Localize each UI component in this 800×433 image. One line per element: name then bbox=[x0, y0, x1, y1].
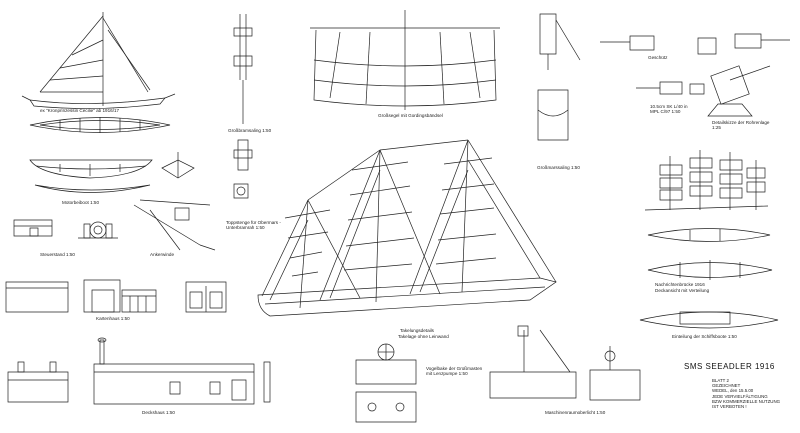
boat-distribution-label: Einteilung der Schiffsboote 1:50 bbox=[672, 334, 737, 339]
gun-c-label: Detailskizze der Rohrenlage 1:25 bbox=[712, 120, 770, 130]
cutter-label: ex "Kronprinzessin Cecilie" ab 1916/17 bbox=[40, 108, 120, 113]
profile-note-label: Nachrichtenbrücke 1916 bbox=[655, 282, 705, 287]
ship-sails-profile-drawing bbox=[645, 150, 768, 210]
deck-gun-drawings bbox=[600, 34, 790, 116]
engine-skylight-drawing bbox=[490, 326, 576, 398]
capstan-label: Vogelbake der Großmasten mit Lenzpumpe 1… bbox=[426, 366, 483, 376]
engine-skylight-label: Maschinenraumoberlicht 1:50 bbox=[545, 410, 606, 415]
deckhouse-aft-label: Kartenhaus 1:50 bbox=[96, 316, 130, 321]
winch-right-drawing bbox=[590, 346, 640, 400]
drawing-title: SMS SEEADLER 1916 bbox=[684, 362, 775, 371]
cutter-plan-view bbox=[30, 117, 170, 133]
ship-note-label: Takelage ohne Leinwand bbox=[398, 334, 449, 339]
sailing-cutter-drawing bbox=[22, 12, 175, 109]
steering-stand-label: Steuerstand 1:50 bbox=[40, 252, 75, 257]
profile-note2-label: Deckansicht mit Verteilung bbox=[655, 288, 710, 293]
anchor-davit-drawing bbox=[134, 200, 215, 250]
long-deckhouse-drawing bbox=[8, 338, 270, 404]
topmast-label: Toppstenge für Obermars - Unterbramrah 1… bbox=[226, 220, 281, 230]
square-sail-drawing bbox=[310, 10, 500, 110]
sailing-ship-rigging-drawing bbox=[258, 140, 556, 316]
title-block: BLATT 2 GEZEICHNET WEDEL, den 15.5.00 JE… bbox=[712, 378, 781, 410]
gun-a-label: Geschütz bbox=[648, 55, 668, 60]
ship-caption-label: Takelungsdetails bbox=[400, 328, 434, 333]
winch-label: Ankerwinde bbox=[150, 252, 175, 257]
mast-top-detail-drawing bbox=[538, 14, 580, 140]
deck-plan-drawings bbox=[640, 229, 778, 329]
steering-stand-drawing bbox=[14, 220, 118, 238]
gun-b-label: 10.5cm SK L/40 in MPL C/97 1:50 bbox=[650, 104, 688, 114]
deckhouse-aft-drawings bbox=[6, 280, 226, 312]
sail-label: Großsegel mit Gordingsbändsel bbox=[378, 113, 443, 118]
motorboat-label: Motorbeiboot 1:50 bbox=[62, 200, 100, 205]
deckhouse-label: Deckshaus 1:50 bbox=[142, 410, 175, 415]
mast-fitting-label: Großbramsaling 1:50 bbox=[228, 128, 272, 133]
motorboat-drawing bbox=[30, 152, 194, 193]
crane-label: Großmarssaling 1:50 bbox=[537, 165, 580, 170]
mast-fitting-drawing bbox=[234, 14, 252, 198]
capstan-drawing bbox=[356, 344, 416, 422]
